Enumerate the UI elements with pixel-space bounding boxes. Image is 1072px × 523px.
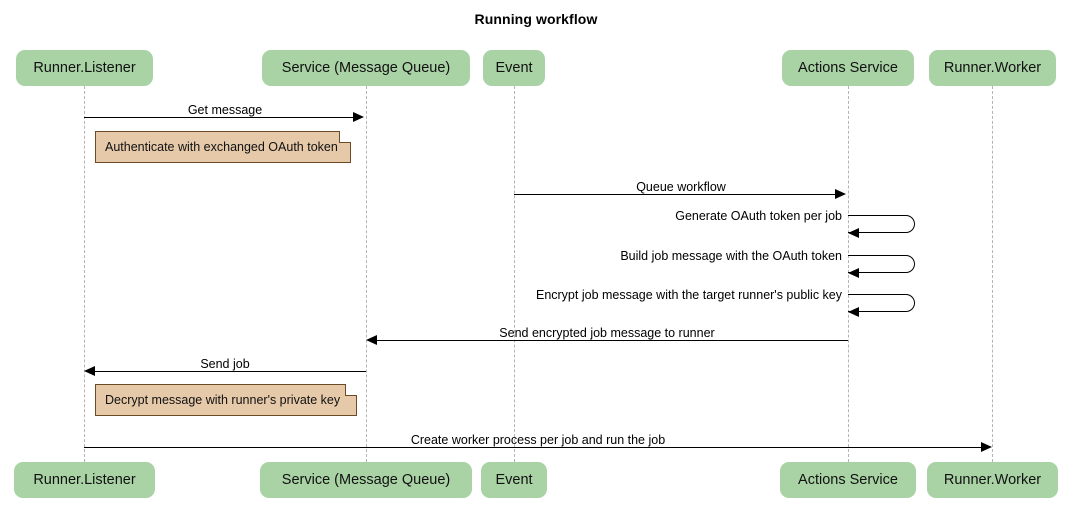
participant-foot-event[interactable]: Event [481,462,547,498]
message-arrowhead-create-worker-process-per-job-and-run-the-job [981,442,992,452]
participant-foot-actions-service[interactable]: Actions Service [780,462,916,498]
message-label-encrypt-job-message-with-the-target-runners-public-key: Encrypt job message with the target runn… [535,288,842,302]
message-line-send-job [95,371,366,372]
self-loop-encrypt-job-message-with-the-target-runners-public-key [848,294,915,312]
note-fold-corner [345,384,357,396]
message-label-generate-oauth-token-per-job: Generate OAuth token per job [675,209,842,223]
message-label-send-job: Send job [200,357,250,371]
page-title: Running workflow [474,11,598,27]
message-label-queue-workflow: Queue workflow [636,180,726,194]
participant-head-service-message-queue[interactable]: Service (Message Queue) [262,50,470,86]
participant-foot-runner-worker[interactable]: Runner.Worker [927,462,1058,498]
participant-label: Runner.Worker [943,472,1042,488]
message-label-send-encrypted-job-message-to-runner: Send encrypted job message to runner [499,326,715,340]
participant-head-runner-listener[interactable]: Runner.Listener [16,50,153,86]
message-arrowhead-send-encrypted-job-message-to-runner [366,335,377,345]
lifeline-service-message-queue [366,86,367,462]
note-fold-corner [339,131,351,143]
participant-label: Service (Message Queue) [281,472,451,488]
note-decrypt-message-with-runners-private-key: Decrypt message with runner's private ke… [95,384,357,416]
lifeline-runner-worker [992,86,993,462]
participant-label: Event [495,60,533,76]
note-authenticate-with-exchanged-oauth-token: Authenticate with exchanged OAuth token [95,131,351,163]
message-line-queue-workflow [514,194,835,195]
participant-head-runner-worker[interactable]: Runner.Worker [929,50,1056,86]
message-line-create-worker-process-per-job-and-run-the-job [84,447,981,448]
self-loop-arrowhead-build-job-message-with-the-oauth-token [848,268,859,278]
message-arrowhead-queue-workflow [835,189,846,199]
participant-label: Actions Service [798,472,898,488]
participant-label: Actions Service [798,60,898,76]
self-loop-arrowhead-generate-oauth-token-per-job [848,228,859,238]
message-label-get-message: Get message [187,103,263,117]
message-arrowhead-send-job [84,366,95,376]
message-label-build-job-message-with-the-oauth-token: Build job message with the OAuth token [620,249,842,263]
participant-label: Service (Message Queue) [281,60,451,76]
message-line-send-encrypted-job-message-to-runner [377,340,848,341]
participant-head-actions-service[interactable]: Actions Service [782,50,914,86]
participant-label: Runner.Listener [33,60,136,76]
self-loop-arrowhead-encrypt-job-message-with-the-target-runners-public-key [848,307,859,317]
message-line-get-message [84,117,353,118]
participant-foot-runner-listener[interactable]: Runner.Listener [14,462,155,498]
message-label-create-worker-process-per-job-and-run-the-job: Create worker process per job and run th… [410,433,666,447]
participant-label: Runner.Worker [943,60,1042,76]
message-arrowhead-get-message [353,112,364,122]
lifeline-runner-listener [84,86,85,462]
participant-label: Runner.Listener [33,472,136,488]
participant-head-event[interactable]: Event [483,50,545,86]
self-loop-generate-oauth-token-per-job [848,215,915,233]
participant-foot-service-message-queue[interactable]: Service (Message Queue) [260,462,472,498]
note-label: Decrypt message with runner's private ke… [105,393,341,407]
lifeline-event [514,86,515,462]
note-label: Authenticate with exchanged OAuth token [105,140,338,154]
participant-label: Event [495,472,533,488]
self-loop-build-job-message-with-the-oauth-token [848,255,915,273]
